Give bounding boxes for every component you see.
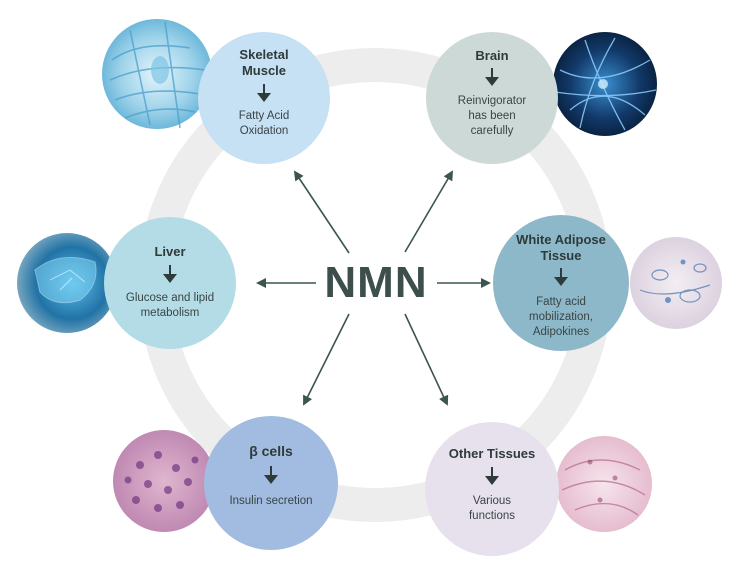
- node-white-adipose-tissue: White Adipose Tissue Fatty acid mobiliza…: [493, 215, 629, 351]
- down-arrow-icon: [257, 84, 271, 102]
- white-adipose-desc-line-1: Fatty acid: [536, 296, 586, 308]
- node-skeletal-muscle: Skeletal Muscle Fatty Acid Oxidation: [198, 32, 330, 164]
- arrow-to-skeletal-muscle: [293, 170, 350, 254]
- beta-cells-desc-line-1: Insulin secretion: [229, 495, 313, 507]
- skeletal-muscle-title-line-1: Skeletal: [239, 47, 289, 62]
- skeletal-muscle-title-line-2: Muscle: [241, 63, 287, 78]
- skeletal-muscle-description: Fatty Acid Oxidation: [198, 109, 330, 139]
- brain-desc-line-3: carefully: [470, 125, 514, 137]
- white-adipose-description: Fatty acid mobilization, Adipokines: [493, 295, 629, 340]
- white-adipose-title-line-1: White Adipose: [516, 232, 606, 247]
- other-tissues-title-line-1: Other Tissues: [448, 446, 536, 461]
- white-adipose-title: White Adipose Tissue: [493, 232, 629, 264]
- arrow-to-beta-cells: [303, 313, 350, 406]
- white-adipose-desc-line-3: Adipokines: [532, 326, 590, 338]
- beta-cells-title-line-1: β cells: [249, 443, 293, 459]
- beta-cells-photo: [113, 430, 215, 532]
- white-adipose-desc-line-2: mobilization,: [529, 311, 593, 323]
- brain-photo: [553, 32, 657, 136]
- skeletal-muscle-title: Skeletal Muscle: [198, 47, 330, 79]
- other-tissues-desc-line-1: Various: [472, 495, 512, 507]
- liver-title: Liver: [104, 244, 236, 260]
- down-arrow-icon: [264, 466, 278, 484]
- liver-desc-line-1: Glucose and lipid: [125, 292, 215, 304]
- muscle-photo: [102, 19, 212, 129]
- arrow-to-other-tissues: [404, 313, 449, 406]
- other-tissues-description: Various functions: [425, 494, 559, 524]
- skeletal-muscle-desc-line-2: Oxidation: [239, 125, 289, 137]
- node-beta-cells: β cells Insulin secretion: [204, 416, 338, 550]
- brain-description: Reinvigorator has been carefully: [426, 94, 558, 139]
- nmn-center-label: NMN: [324, 258, 428, 307]
- brain-circle: [426, 32, 558, 164]
- node-brain: Brain Reinvigorator has been carefully: [426, 32, 558, 164]
- other-tissues-title: Other Tissues: [425, 446, 559, 462]
- liver-circle: [104, 217, 236, 349]
- down-arrow-icon: [554, 268, 568, 286]
- down-arrow-icon: [163, 265, 177, 283]
- beta-cells-description: Insulin secretion: [204, 494, 338, 509]
- brain-title: Brain: [426, 48, 558, 64]
- liver-desc-line-2: metabolism: [140, 307, 200, 319]
- node-liver: Liver Glucose and lipid metabolism: [104, 217, 236, 349]
- beta-cells-title: β cells: [204, 443, 338, 459]
- other-tissues-photo: [556, 436, 652, 532]
- liver-title-line-1: Liver: [154, 244, 186, 259]
- down-arrow-icon: [485, 467, 499, 485]
- brain-title-line-1: Brain: [475, 48, 509, 63]
- adipose-photo: [630, 237, 722, 329]
- other-tissues-circle: [425, 422, 559, 556]
- down-arrow-icon: [485, 68, 499, 86]
- white-adipose-title-line-2: Tissue: [540, 248, 582, 263]
- skeletal-muscle-desc-line-1: Fatty Acid: [238, 110, 290, 122]
- brain-desc-line-1: Reinvigorator: [457, 95, 527, 107]
- node-other-tissues: Other Tissues Various functions: [425, 422, 559, 556]
- brain-desc-line-2: has been: [468, 110, 516, 122]
- other-tissues-desc-line-2: functions: [468, 510, 516, 522]
- liver-photo: [17, 233, 117, 333]
- liver-description: Glucose and lipid metabolism: [104, 291, 236, 321]
- arrow-to-brain: [404, 170, 454, 253]
